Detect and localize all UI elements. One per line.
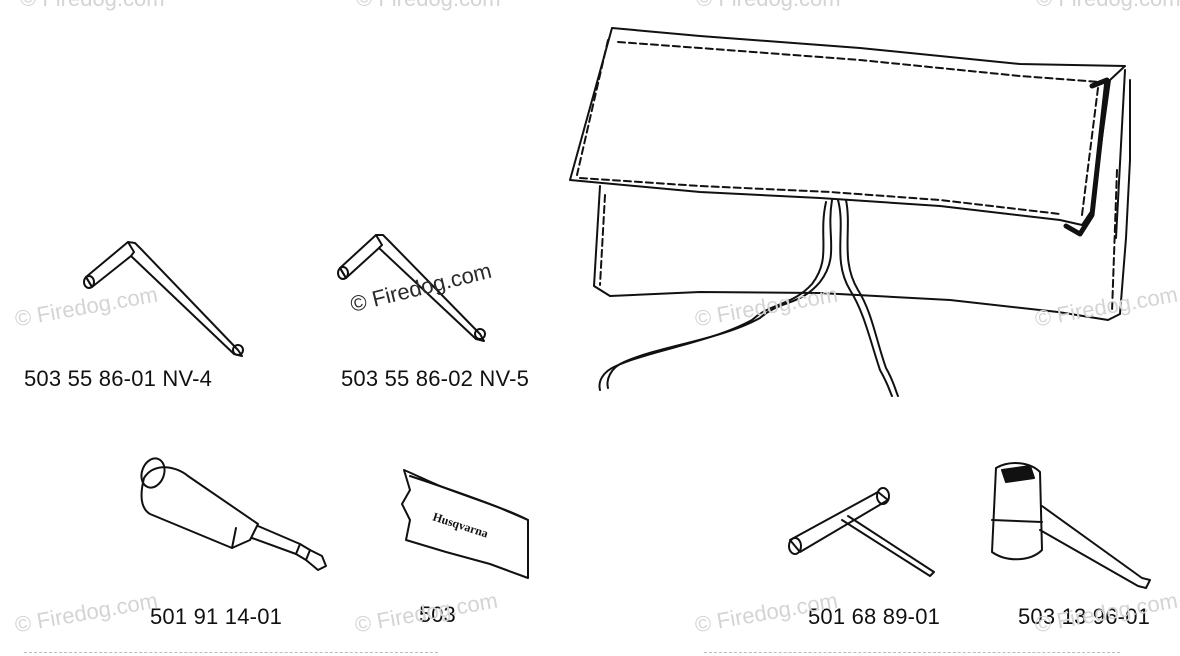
part-number-hex-key-nv5: 503 55 86-02 NV-5 xyxy=(341,366,530,391)
t-wrench-illustration xyxy=(788,487,935,577)
bottom-rule xyxy=(24,652,438,653)
part-number-hex-key-nv4: 503 55 86-01 NV-4 xyxy=(24,366,213,391)
part-number-punch-tool: 501 91 14-01 xyxy=(150,604,283,629)
part-number-adhesive-tape: 503 xyxy=(419,602,456,627)
adhesive-tape-illustration xyxy=(401,469,529,579)
bottom-rule xyxy=(704,652,1120,653)
punch-tool-illustration xyxy=(140,457,327,571)
part-number-tape-clip: 503 xyxy=(419,600,559,630)
watermark: © Firedog.com xyxy=(20,0,165,12)
tape-brand-text: Husqvarna xyxy=(431,510,490,541)
part-number-t-wrench: 501 68 89-01 xyxy=(808,604,941,629)
part-number-combination-spanner: 503 13 96-01 xyxy=(1018,604,1151,629)
watermark: © Firedog.com xyxy=(696,0,841,12)
combination-spanner-illustration xyxy=(991,462,1151,589)
hex-key-nv5-illustration xyxy=(337,234,486,342)
tool-bag-illustration xyxy=(569,27,1131,397)
hex-key-nv4-illustration xyxy=(83,241,244,357)
watermark: © Firedog.com xyxy=(356,0,501,12)
watermark: © Firedog.com xyxy=(1036,0,1180,12)
